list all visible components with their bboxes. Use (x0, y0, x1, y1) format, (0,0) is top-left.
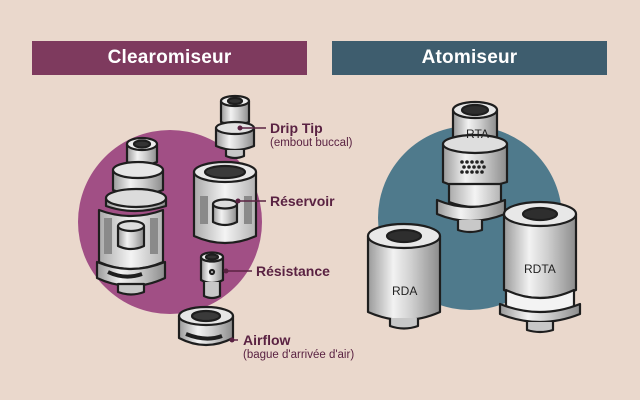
resistance-part (199, 251, 225, 300)
clearomiseur-assembled (95, 136, 168, 296)
airflow-sublabel: (bague d'arrivée d'air) (243, 349, 355, 361)
rdta-label: RDTA (524, 262, 556, 276)
atomiseur-header: Atomiseur (332, 41, 607, 75)
leader-lines (223, 125, 266, 343)
clearomiseur-header: Clearomiseur (32, 41, 307, 75)
label-drip-tip: Drip Tip (embout buccal) (270, 120, 352, 150)
label-reservoir: Réservoir (270, 193, 335, 209)
airflow-part (177, 305, 235, 347)
rda-label: RDA (392, 284, 418, 298)
label-airflow: Airflow (bague d'arrivée d'air) (243, 332, 354, 362)
label-resistance: Résistance (256, 263, 330, 279)
drip-tip-part (214, 94, 256, 160)
drip-tip-sublabel: (embout buccal) (270, 137, 353, 149)
airflow-label: Airflow (243, 332, 291, 348)
reservoir-label: Réservoir (270, 193, 335, 209)
reservoir-part (192, 160, 258, 245)
drip-tip-label: Drip Tip (270, 120, 323, 136)
rda-atomizer (366, 222, 442, 330)
rta-atomizer (435, 100, 509, 234)
rta-label: RTA (466, 127, 489, 141)
resistance-label: Résistance (256, 263, 330, 279)
rdta-atomizer (498, 200, 582, 334)
